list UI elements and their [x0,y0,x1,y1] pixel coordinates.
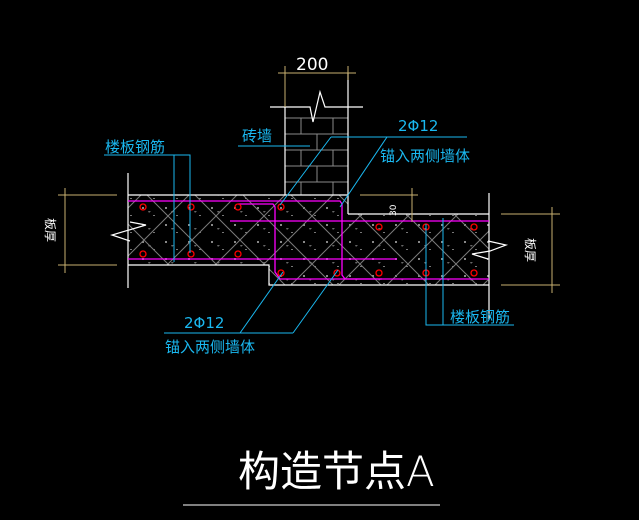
small-dim: 30 [389,204,399,216]
slab-rebar-label-left: 楼板钢筋 [105,138,165,156]
anchor-top-label: 锚入两侧墙体 [380,147,470,165]
brick-wall [285,117,348,195]
leaders [104,136,514,334]
dimensions [58,66,560,293]
break-symbol-right [471,240,509,260]
brick-wall-label: 砖墙 [242,127,272,145]
wall-width-dim: 200 [296,55,328,75]
slab-rebar-label-right: 楼板钢筋 [450,308,510,326]
bars-bottom-label: 2Φ12 [184,314,224,332]
drawing-title: 构造节点A [238,447,435,496]
break-symbol-left [109,221,147,242]
anchor-bottom-label: 锚入两侧墙体 [165,338,255,356]
outline [109,73,509,320]
thickness-left-label: 板厚 [43,218,57,242]
break-line-wall [270,89,363,123]
rebar [128,200,489,280]
bars-top-label: 2Φ12 [398,117,438,135]
thickness-right-label: 板厚 [523,238,537,262]
